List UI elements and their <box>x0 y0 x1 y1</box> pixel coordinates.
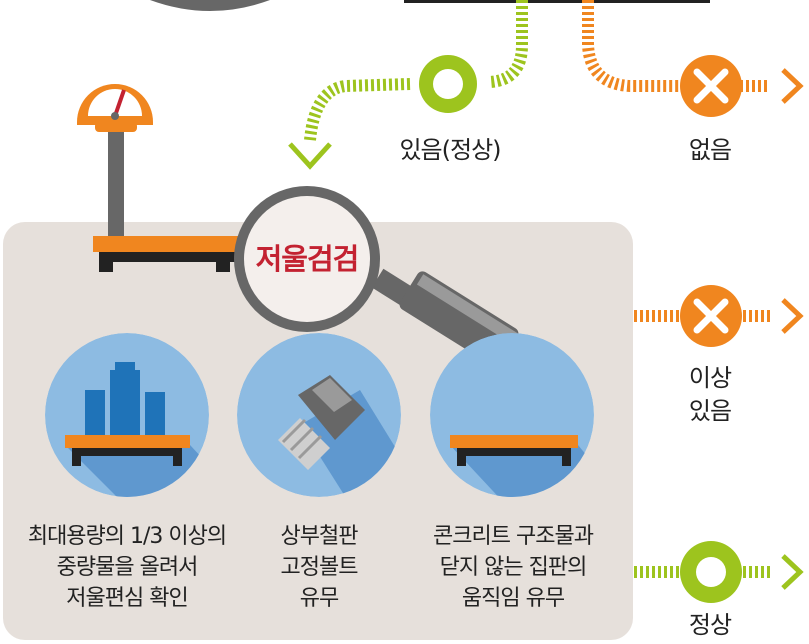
green-arrowhead-down <box>288 142 332 170</box>
magnifier-title: 저울검검 <box>255 242 360 276</box>
abnormal-label: 이상 있음 <box>688 364 732 425</box>
check-circle-2 <box>237 333 401 497</box>
scale-platform <box>93 236 253 252</box>
check-label-2: 상부철판 고정볼트 유무 <box>280 524 359 611</box>
orange-connector <box>582 0 770 92</box>
orange-arrowhead-top <box>781 68 804 104</box>
top-grey-circle <box>150 0 270 11</box>
orange-arrowhead-middle <box>781 298 804 334</box>
check-label-3: 콘크리트 구조물과 닫지 않는 집판의 움직임 유무 <box>433 524 594 611</box>
check-label-1: 최대용량의 1/3 이상의 중량물을 올려서 저울편심 확인 <box>27 524 227 611</box>
magnifier-glass <box>244 196 370 322</box>
scale-pole <box>108 125 124 240</box>
check-circle-1 <box>45 333 209 497</box>
green-arrowhead-bottom <box>781 554 804 590</box>
present-normal-label: 있음(정상) <box>399 136 501 164</box>
top-box-edge <box>404 0 710 3</box>
green-connector <box>304 0 528 141</box>
absent-label: 없음 <box>688 136 732 164</box>
normal-label: 정상 <box>688 611 732 639</box>
